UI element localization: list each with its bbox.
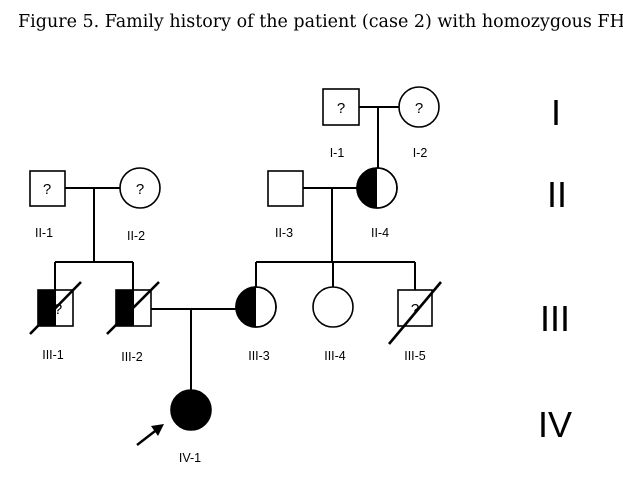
unknown-mark: ?	[415, 100, 423, 117]
female-outline	[356, 167, 398, 209]
female-symbol	[119, 167, 161, 209]
unknown-mark: ?	[337, 100, 345, 117]
male-symbol	[267, 170, 304, 207]
individual-II-2: ? II-2	[119, 167, 161, 243]
unknown-mark: ?	[43, 181, 51, 198]
female-outline	[235, 286, 277, 328]
individual-I-1: ? I-1	[322, 88, 360, 160]
individual-III-5: ? III-5	[388, 281, 442, 363]
individual-label: III-4	[324, 349, 346, 363]
individual-II-1: ? II-1	[29, 170, 66, 240]
pedigree-lines	[54, 106, 416, 390]
generation-label-II: II	[547, 174, 567, 215]
individual-III-2: III-2	[106, 281, 160, 364]
individual-label: II-2	[127, 229, 145, 243]
unknown-mark: ?	[136, 181, 144, 198]
deceased-slash	[29, 281, 82, 335]
figure-caption: Figure 5. Family history of the patient …	[18, 12, 623, 32]
individual-II-4: II-4	[356, 167, 398, 240]
unknown-mark: ?	[411, 301, 419, 318]
female-symbol	[398, 86, 440, 128]
individual-label: II-3	[275, 226, 293, 240]
deceased-slash	[106, 281, 160, 335]
individual-III-3: III-3	[235, 286, 277, 363]
half-filled-heterozygous	[116, 290, 134, 326]
half-filled-heterozygous	[357, 168, 377, 208]
individual-label: II-1	[35, 226, 53, 240]
male-symbol	[322, 88, 360, 126]
individual-label: III-5	[404, 349, 426, 363]
individual-label: II-4	[371, 226, 389, 240]
generation-label-IV: IV	[538, 404, 572, 445]
individual-label: I-2	[413, 146, 428, 160]
unknown-mark: ?	[54, 301, 62, 318]
individual-IV-1: IV-1	[170, 389, 212, 465]
male-symbol	[397, 289, 433, 327]
individual-I-2: ? I-2	[398, 86, 440, 160]
individual-label: III-1	[42, 348, 64, 362]
proband-arrow-icon	[136, 424, 164, 446]
generation-label-III: III	[540, 298, 570, 339]
female-symbol	[312, 286, 354, 328]
individual-label: I-1	[330, 146, 345, 160]
individual-label: III-3	[248, 349, 270, 363]
individual-III-1: ? III-1	[29, 281, 82, 362]
deceased-slash	[388, 281, 442, 345]
individual-label: III-2	[121, 350, 143, 364]
half-filled-heterozygous	[38, 290, 56, 326]
generation-label-I: I	[551, 92, 561, 133]
individual-II-3: II-3	[267, 170, 304, 240]
male-symbol	[29, 170, 66, 207]
individual-III-4: III-4	[312, 286, 354, 363]
half-filled-heterozygous	[236, 287, 256, 327]
filled-affected-homozygous	[170, 389, 212, 431]
individual-label: IV-1	[179, 451, 201, 465]
